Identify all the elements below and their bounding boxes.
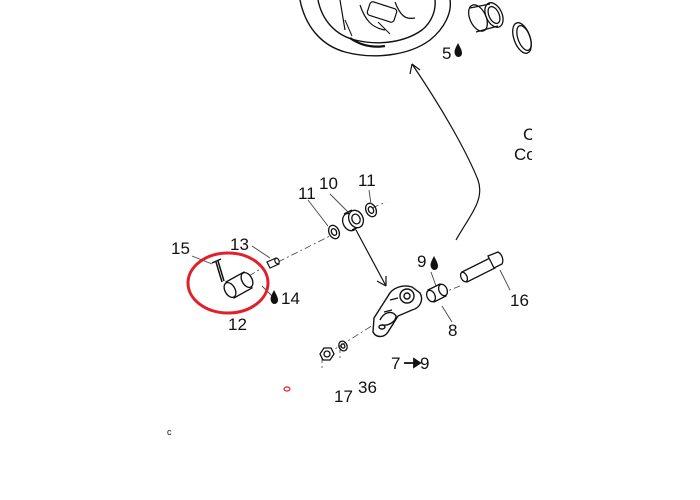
cut-text-line2: Co <box>514 145 536 164</box>
callout-10: 10 <box>319 174 338 193</box>
callout-7: 7 <box>391 354 401 373</box>
leader-lines <box>191 189 511 323</box>
corner-mark: c <box>167 427 172 437</box>
callout-17: 17 <box>334 387 353 406</box>
assembly-arrow-2 <box>355 229 387 287</box>
washer-part-11 <box>327 224 341 240</box>
sleeve-part-12 <box>223 271 254 299</box>
callout-8: 8 <box>448 321 458 340</box>
assembly-arrow <box>409 63 481 241</box>
callout-14: 14 <box>281 289 300 308</box>
callout-12: 12 <box>228 315 247 334</box>
right-blank-area <box>532 0 700 500</box>
bolt-part-16 <box>459 251 504 283</box>
bushing-part-5 <box>467 2 504 33</box>
oil-drop-icon <box>270 290 278 304</box>
callout-9: 9 <box>417 252 427 271</box>
highlight-circle <box>186 251 270 315</box>
oil-drop-icon <box>454 43 462 57</box>
callout-13: 13 <box>230 235 249 254</box>
oil-drop-icon <box>430 256 438 270</box>
small-red-mark <box>283 386 291 392</box>
callout-16: 16 <box>510 291 529 310</box>
rocker-arm-part-7 <box>372 285 423 338</box>
callout-9-range: 9 <box>420 354 430 373</box>
callout-15: 15 <box>171 239 190 258</box>
washer-part-11b <box>364 202 378 218</box>
washer-part-36 <box>338 340 348 352</box>
callout-5: 5 <box>442 44 452 63</box>
bushing-part-10 <box>341 209 365 232</box>
cotter-pin-part-15 <box>211 258 225 283</box>
bushing-part-8 <box>425 283 449 303</box>
housing-part <box>299 0 452 57</box>
nut-part-17 <box>319 347 335 361</box>
callout-36: 36 <box>358 378 377 397</box>
right-arrow-icon <box>404 357 422 369</box>
callout-11-left: 11 <box>298 184 316 203</box>
pin-part-13 <box>266 257 280 269</box>
callout-11-right: 11 <box>358 171 376 190</box>
